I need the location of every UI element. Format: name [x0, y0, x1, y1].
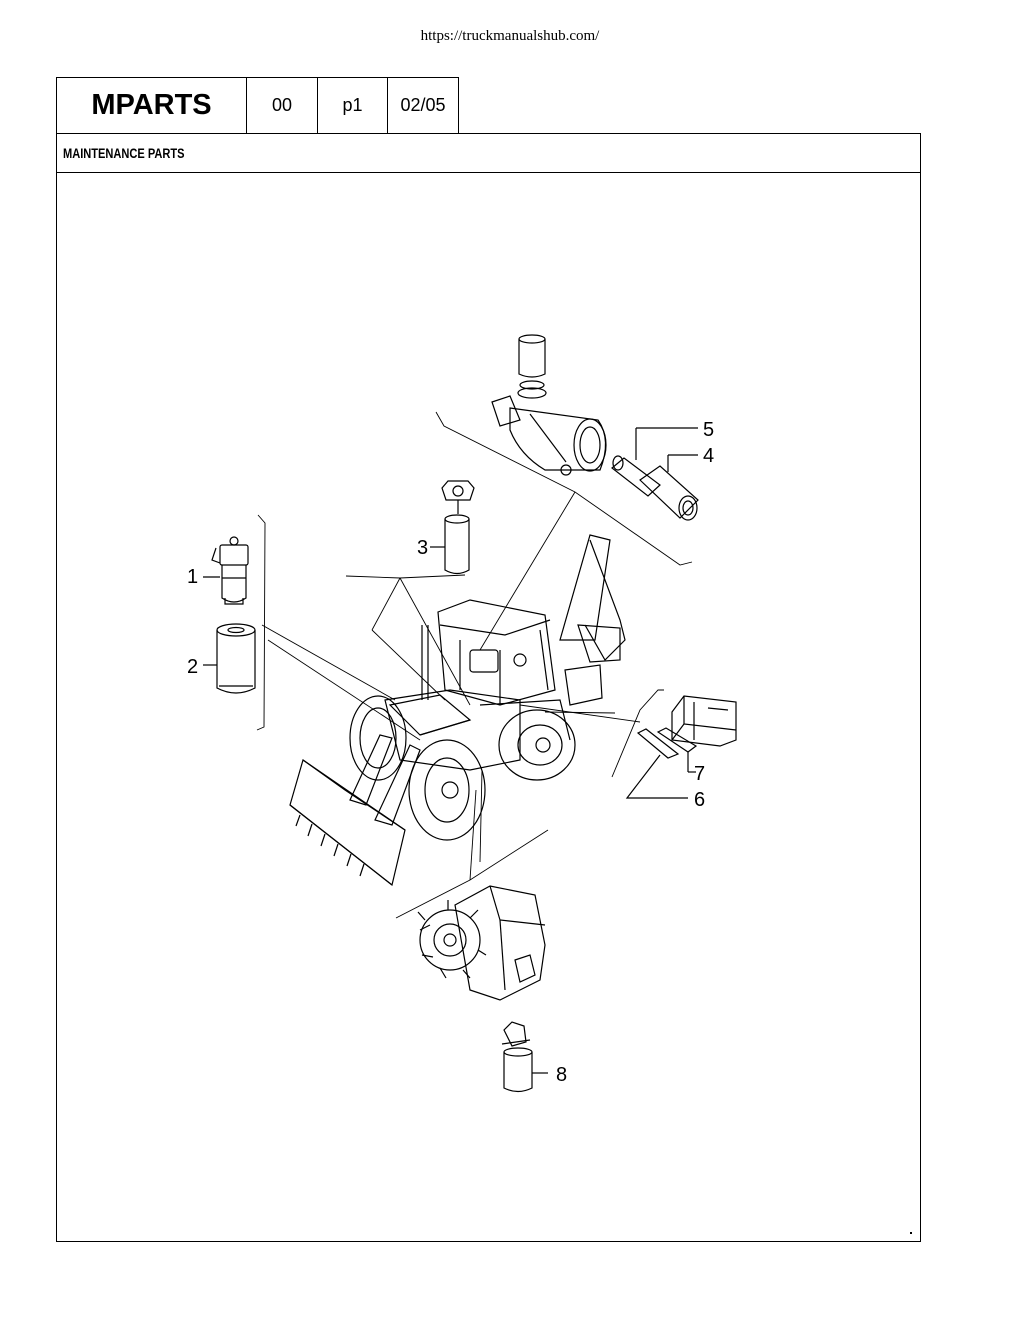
source-url[interactable]: https://truckmanualshub.com/	[420, 28, 600, 44]
backhoe-loader	[289, 534, 626, 887]
corner-mark	[910, 1232, 912, 1234]
leader-lines	[256, 411, 693, 919]
header-table: MPARTS 00 p1 02/05	[56, 77, 459, 134]
cab-filter-box	[671, 695, 737, 747]
callout-7: 7	[694, 763, 705, 785]
callout-4: 4	[703, 445, 714, 467]
air-cleaner	[491, 334, 607, 476]
fuel-prefilter	[203, 536, 249, 605]
transmission-filter	[501, 1021, 548, 1093]
oil-filter	[203, 623, 256, 694]
callout-1: 1	[187, 566, 198, 588]
content-frame: MAINTENANCE PARTS	[56, 133, 921, 1242]
callout-3: 3	[417, 537, 428, 559]
hydraulic-filter	[430, 480, 475, 575]
air-filter-inner	[611, 427, 698, 497]
transmission	[417, 885, 546, 1001]
callout-6: 6	[694, 789, 705, 811]
cab-filter-element-7	[656, 727, 698, 773]
air-filter-outer	[639, 454, 699, 521]
callout-5: 5	[703, 419, 714, 441]
cab-filter-element-6	[625, 728, 688, 799]
section-heading: MAINTENANCE PARTS	[57, 134, 920, 173]
callout-2: 2	[187, 656, 198, 678]
callout-8: 8	[556, 1064, 567, 1086]
